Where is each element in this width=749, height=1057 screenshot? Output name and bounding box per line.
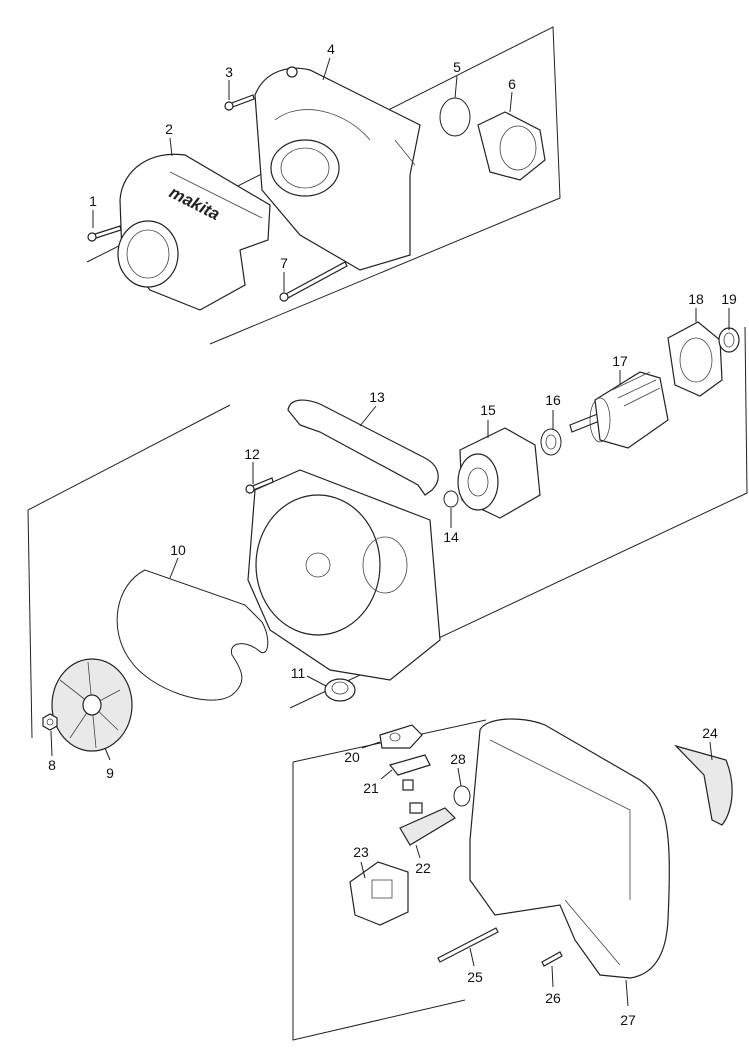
callout-1: 1 bbox=[89, 193, 97, 209]
part-3-screw bbox=[224, 94, 255, 111]
callout-15: 15 bbox=[480, 402, 496, 418]
part-15-motor-holder bbox=[457, 427, 541, 519]
part-28-o-ring bbox=[453, 785, 471, 807]
callout-25: 25 bbox=[467, 969, 483, 985]
callout-7: 7 bbox=[280, 255, 288, 271]
callout-10: 10 bbox=[170, 542, 186, 558]
part-16-bearing bbox=[540, 428, 562, 456]
callout-13: 13 bbox=[369, 389, 385, 405]
callout-8: 8 bbox=[48, 757, 56, 773]
part-27-battery-housing bbox=[469, 718, 670, 979]
callout-2: 2 bbox=[165, 121, 173, 137]
callout-6: 6 bbox=[508, 76, 516, 92]
part-21-switch-lever bbox=[388, 754, 431, 791]
frame-middle-group bbox=[27, 326, 748, 739]
part-25-shaft bbox=[437, 927, 499, 963]
part-12-screw bbox=[245, 477, 274, 494]
part-1-screw bbox=[87, 225, 122, 242]
callout-18: 18 bbox=[688, 291, 704, 307]
part-11-rubber-cap bbox=[324, 678, 356, 702]
callout-17: 17 bbox=[612, 353, 628, 369]
part-17-motor bbox=[569, 371, 669, 449]
callout-19: 19 bbox=[721, 291, 737, 307]
part-2-front-cover: makita bbox=[117, 153, 271, 311]
part-26-pin bbox=[541, 951, 563, 967]
part-24-label bbox=[674, 744, 733, 826]
part-18-bracket bbox=[667, 321, 723, 397]
callout-21: 21 bbox=[363, 780, 379, 796]
part-5-o-ring bbox=[439, 97, 471, 137]
part-13-housing bbox=[247, 399, 441, 681]
callout-24: 24 bbox=[702, 725, 718, 741]
part-7-long-bolt bbox=[279, 261, 348, 302]
part-6-nozzle-adapter bbox=[477, 111, 546, 181]
callout-20: 20 bbox=[344, 749, 360, 765]
part-4-rear-cover bbox=[254, 66, 421, 271]
callout-3: 3 bbox=[225, 64, 233, 80]
callout-4: 4 bbox=[327, 41, 335, 57]
callout-11: 11 bbox=[290, 665, 306, 681]
part-19-cap bbox=[718, 327, 740, 353]
callout-27: 27 bbox=[620, 1012, 636, 1028]
leader-lines bbox=[50, 57, 730, 1007]
callout-5: 5 bbox=[453, 59, 461, 75]
part-8-nut bbox=[42, 713, 58, 731]
part-9-fan bbox=[51, 658, 133, 752]
part-10-gasket bbox=[116, 569, 269, 701]
callout-14: 14 bbox=[443, 529, 459, 545]
part-20-switch-plate bbox=[379, 724, 423, 749]
callout-22: 22 bbox=[415, 860, 431, 876]
callout-9: 9 bbox=[106, 765, 114, 781]
part-14-washer bbox=[443, 490, 459, 508]
callout-28: 28 bbox=[450, 751, 466, 767]
callout-16: 16 bbox=[545, 392, 561, 408]
part-23-controller bbox=[349, 861, 409, 926]
callout-26: 26 bbox=[545, 990, 561, 1006]
callout-12: 12 bbox=[244, 446, 260, 462]
callout-23: 23 bbox=[353, 844, 369, 860]
part-22-switch bbox=[399, 802, 456, 846]
